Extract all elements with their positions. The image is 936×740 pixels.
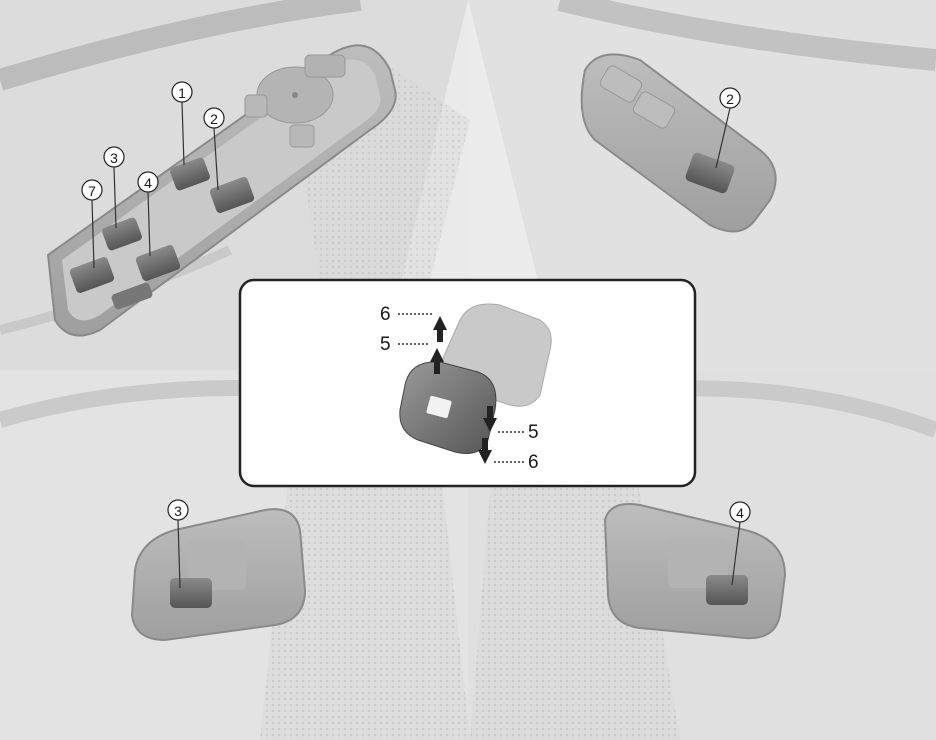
rear-right-window-switch: [706, 575, 748, 605]
switch-detail-inset: 6 5 5 6: [240, 280, 695, 486]
svg-text:7: 7: [88, 183, 96, 199]
svg-text:2: 2: [726, 91, 734, 107]
label-down-6: 6: [528, 452, 539, 473]
window-lock-button: [245, 95, 267, 117]
label-up-5: 5: [380, 334, 391, 355]
mirror-control-center: [292, 92, 298, 98]
rear-left-window-switch: [170, 578, 212, 608]
svg-text:2: 2: [210, 111, 218, 127]
svg-text:4: 4: [736, 505, 744, 521]
svg-text:3: 3: [110, 150, 118, 166]
svg-text:4: 4: [144, 175, 152, 191]
label-down-5: 5: [528, 422, 539, 443]
mirror-fold-button: [305, 55, 345, 77]
svg-text:3: 3: [174, 503, 182, 519]
door-lock-button: [290, 125, 314, 147]
svg-text:1: 1: [178, 85, 186, 101]
label-up-6: 6: [380, 304, 391, 325]
